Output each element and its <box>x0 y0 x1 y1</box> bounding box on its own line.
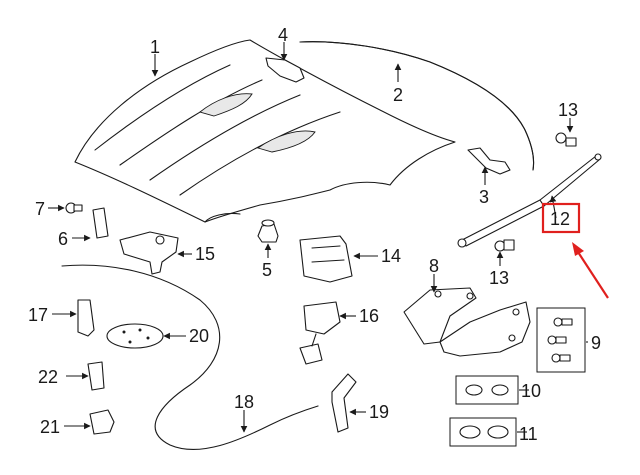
highlight-callout-12: 12 <box>541 202 609 299</box>
callout-9: 9 <box>591 333 601 353</box>
callout-22: 22 <box>38 367 58 387</box>
hood-seal <box>299 41 535 171</box>
bolts-group-9 <box>536 307 586 373</box>
ball-stud-bottom <box>494 239 515 252</box>
grommet-disc <box>106 323 164 349</box>
callout-labels: 1 2 3 4 5 6 7 8 9 10 11 13 13 14 15 16 1… <box>28 25 601 444</box>
release-handle <box>331 373 357 433</box>
callout-1: 1 <box>150 37 160 57</box>
grommets-group-11 <box>449 417 517 447</box>
callout-2: 2 <box>393 85 403 105</box>
highlight-box <box>541 202 581 234</box>
callout-5: 5 <box>262 260 272 280</box>
highlight-arrow <box>577 251 609 299</box>
hood-panel <box>74 39 456 223</box>
nuts-group-10 <box>455 375 519 405</box>
callout-19: 19 <box>369 402 389 422</box>
latch-support <box>119 231 179 275</box>
hood-latch <box>299 235 353 283</box>
callout-6: 6 <box>58 229 68 249</box>
callout-4: 4 <box>278 25 288 45</box>
hood-hinge <box>403 287 531 357</box>
leader-lines <box>48 42 588 433</box>
plate-6 <box>92 207 109 239</box>
callout-13-bottom: 13 <box>489 268 509 288</box>
bracket-3 <box>467 147 511 175</box>
callout-3: 3 <box>479 187 489 207</box>
gas-strut <box>457 153 602 248</box>
callout-11: 11 <box>519 424 538 444</box>
callout-16: 16 <box>359 306 379 326</box>
highlight-arrow-head <box>572 242 584 256</box>
bumper-stop <box>257 219 279 243</box>
hood-switch <box>299 301 341 365</box>
callout-14: 14 <box>381 246 401 266</box>
callout-7: 7 <box>35 199 45 219</box>
bracket-17 <box>77 299 95 337</box>
callout-15: 15 <box>195 244 215 264</box>
callout-17: 17 <box>28 305 48 325</box>
callout-21: 21 <box>40 417 60 437</box>
callout-18: 18 <box>234 392 254 412</box>
callout-10: 10 <box>521 381 541 401</box>
clip-22 <box>87 361 105 391</box>
callout-13-top: 13 <box>558 100 578 120</box>
callout-20: 20 <box>189 326 209 346</box>
release-cable <box>61 264 319 450</box>
ball-stud-top <box>555 132 577 147</box>
clip-21 <box>89 409 115 435</box>
callout-12: 12 <box>550 209 570 229</box>
callout-8: 8 <box>429 256 439 276</box>
bolt-7 <box>65 202 83 214</box>
bracket-4 <box>265 57 305 83</box>
